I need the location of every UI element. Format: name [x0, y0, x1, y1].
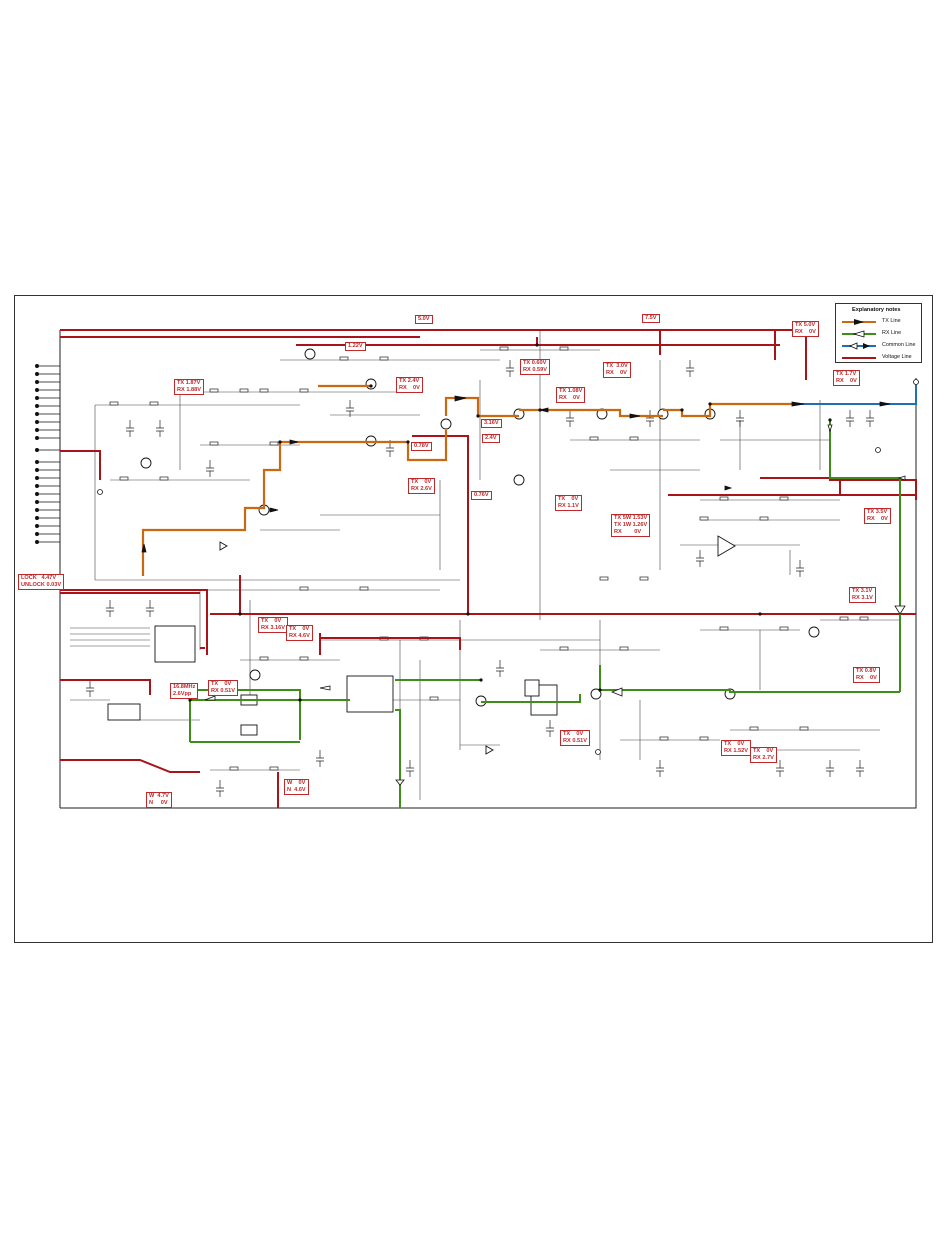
legend-rx-line: RX Line — [840, 329, 920, 339]
legend-tx-label: TX Line — [882, 318, 901, 324]
voltage-label-v078: 0.78V — [411, 442, 432, 451]
legend-common-line: Common Line — [840, 341, 920, 351]
connector-pins — [35, 363, 60, 545]
ic-blocks — [107, 535, 736, 755]
rx-lines — [189, 420, 901, 808]
junction-dots — [188, 343, 832, 702]
legend-rx-label: RX Line — [882, 330, 902, 336]
voltage-label-v122: 1.22V — [345, 342, 366, 351]
voltage-label-v75: 7.5V — [642, 314, 660, 323]
rx-flow-arrows — [204, 424, 906, 786]
test-points — [97, 379, 919, 755]
voltage-lines — [60, 329, 917, 808]
legend-title: Explanatory notes — [852, 307, 901, 313]
legend-voltage-label: Voltage Line — [882, 354, 912, 360]
circuit-frame — [59, 330, 917, 809]
tx-lines — [141, 384, 800, 576]
page-border — [14, 295, 933, 943]
flow-arrows — [141, 395, 891, 553]
common-lines — [800, 385, 917, 405]
voltage-line-icon — [842, 357, 876, 359]
signal-wires — [70, 330, 900, 800]
voltage-label-v076: 0.76V — [471, 491, 492, 500]
legend-common-label: Common Line — [882, 342, 916, 348]
passive-components — [109, 346, 869, 771]
legend-voltage-line: Voltage Line — [840, 353, 920, 363]
legend-tx-line: TX Line — [840, 317, 920, 327]
voltage-label-v316: 3.16V — [481, 419, 502, 428]
voltage-label-v50: 5.0V — [415, 315, 433, 324]
tx-line-icon — [842, 319, 876, 325]
rx-line-icon — [842, 330, 876, 338]
common-line-icon — [842, 342, 876, 350]
voltage-label-v24: 2.4V — [482, 434, 500, 443]
legend: Explanatory notes TX Line RX Line Common… — [835, 303, 922, 363]
capacitors — [86, 360, 874, 797]
